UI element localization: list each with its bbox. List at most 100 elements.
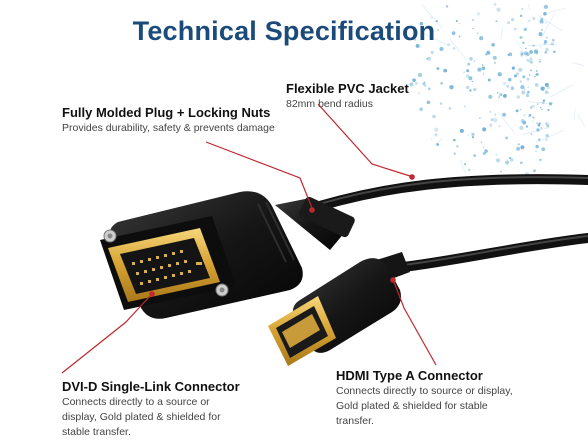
decorative-dot	[545, 134, 549, 138]
decorative-dot	[529, 105, 533, 109]
decorative-dot	[543, 87, 545, 89]
callout-leaders	[61, 103, 437, 374]
decorative-dot	[543, 39, 548, 44]
decorative-dot	[540, 28, 543, 31]
decorative-dot	[414, 81, 419, 86]
decorative-line	[533, 132, 536, 134]
decorative-dot	[434, 133, 438, 137]
decorative-dot	[548, 102, 553, 106]
decorative-dot	[496, 7, 501, 12]
decorative-line	[573, 108, 576, 120]
callout-hdmi-connector: HDMI Type A Connector Connects directly …	[336, 368, 526, 429]
decorative-dot	[496, 158, 501, 163]
decorative-line	[549, 84, 574, 98]
decorative-dot	[472, 27, 474, 30]
decorative-dot	[545, 138, 548, 142]
callout-dvi-connector-heading: DVI-D Single-Link Connector	[62, 379, 240, 394]
decorative-dot	[495, 20, 498, 23]
decorative-dot	[489, 110, 492, 114]
decorative-dot	[427, 87, 431, 91]
decorative-dot	[435, 20, 437, 23]
decorative-dot	[519, 35, 523, 39]
decorative-dot	[526, 52, 530, 57]
decorative-dot	[440, 82, 443, 85]
decorative-dot	[525, 47, 527, 50]
decorative-dot	[473, 154, 477, 157]
decorative-dot	[491, 43, 495, 47]
decorative-dot	[544, 90, 549, 95]
decorative-dot	[527, 59, 530, 62]
decorative-dot	[531, 120, 534, 123]
callout-molded-plug-desc: Provides durability, safety & prevents d…	[62, 122, 275, 134]
decorative-dot	[527, 86, 529, 89]
decorative-dot	[539, 19, 544, 24]
decorative-dot	[469, 89, 472, 92]
decorative-dot	[417, 72, 423, 78]
decorative-dot	[520, 85, 525, 90]
decorative-dot	[479, 36, 484, 41]
decorative-dot	[520, 52, 524, 56]
decorative-dot	[482, 146, 485, 149]
decorative-dot	[494, 62, 496, 64]
decorative-dot	[502, 112, 507, 117]
decorative-dot	[534, 75, 536, 78]
decorative-dot	[436, 20, 438, 22]
decorative-dot	[521, 7, 524, 11]
decorative-dot	[426, 100, 431, 105]
decorative-dot	[527, 90, 530, 94]
callout-dvi-connector: DVI-D Single-Link Connector Connects dir…	[62, 379, 242, 440]
decorative-dot	[492, 55, 497, 60]
decorative-dot	[469, 56, 473, 61]
callout-molded-plug-heading: Fully Molded Plug + Locking Nuts	[62, 105, 271, 120]
decorative-dot	[445, 5, 449, 8]
decorative-dot	[526, 93, 529, 95]
decorative-dot	[529, 50, 533, 54]
callout-dvi-connector-desc: Connects directly to a source or display…	[62, 396, 221, 438]
decorative-dot	[545, 21, 547, 24]
decorative-dot	[482, 127, 487, 132]
decorative-dot	[535, 70, 538, 72]
decorative-dot	[467, 168, 471, 172]
decorative-dot	[495, 153, 498, 156]
decorative-line	[433, 138, 443, 146]
decorative-dot	[516, 95, 520, 99]
decorative-dot	[471, 18, 475, 21]
decorative-line	[459, 159, 466, 174]
decorative-dot	[419, 107, 424, 112]
decorative-dot	[466, 69, 470, 73]
decorative-dot	[468, 76, 473, 81]
decorative-dot	[507, 77, 512, 82]
decorative-dot	[498, 125, 501, 128]
decorative-line	[422, 4, 442, 28]
decorative-dot	[419, 46, 421, 48]
decorative-dot	[546, 124, 550, 128]
decorative-dot	[493, 118, 498, 123]
decorative-dot	[431, 16, 433, 19]
decorative-dot	[516, 72, 519, 76]
decorative-dot	[488, 94, 493, 99]
decorative-dot	[543, 4, 549, 10]
decorative-dot	[539, 46, 542, 48]
decorative-dot	[513, 27, 517, 31]
decorative-dot	[507, 21, 511, 25]
decorative-dot	[511, 66, 516, 70]
decorative-dot	[498, 96, 501, 99]
decorative-dot	[537, 138, 541, 141]
decorative-dot	[525, 93, 530, 98]
decorative-dot	[499, 93, 503, 97]
decorative-dot	[540, 127, 543, 129]
decorative-line	[541, 13, 555, 38]
decorative-dot	[550, 41, 555, 46]
decorative-dot	[466, 85, 470, 90]
decorative-dot	[415, 43, 420, 48]
callout-molded-plug: Fully Molded Plug + Locking Nuts Provide…	[62, 105, 292, 136]
decorative-dot	[545, 47, 549, 52]
decorative-dot	[451, 31, 456, 35]
decorative-dot	[541, 108, 543, 111]
callout-pvc-jacket: Flexible PVC Jacket 82mm bend radius	[286, 81, 486, 112]
decorative-dot	[426, 57, 429, 60]
decorative-dot	[539, 158, 542, 161]
decorative-dot	[509, 156, 512, 160]
decorative-dot	[449, 85, 454, 90]
decorative-dot	[447, 43, 451, 47]
